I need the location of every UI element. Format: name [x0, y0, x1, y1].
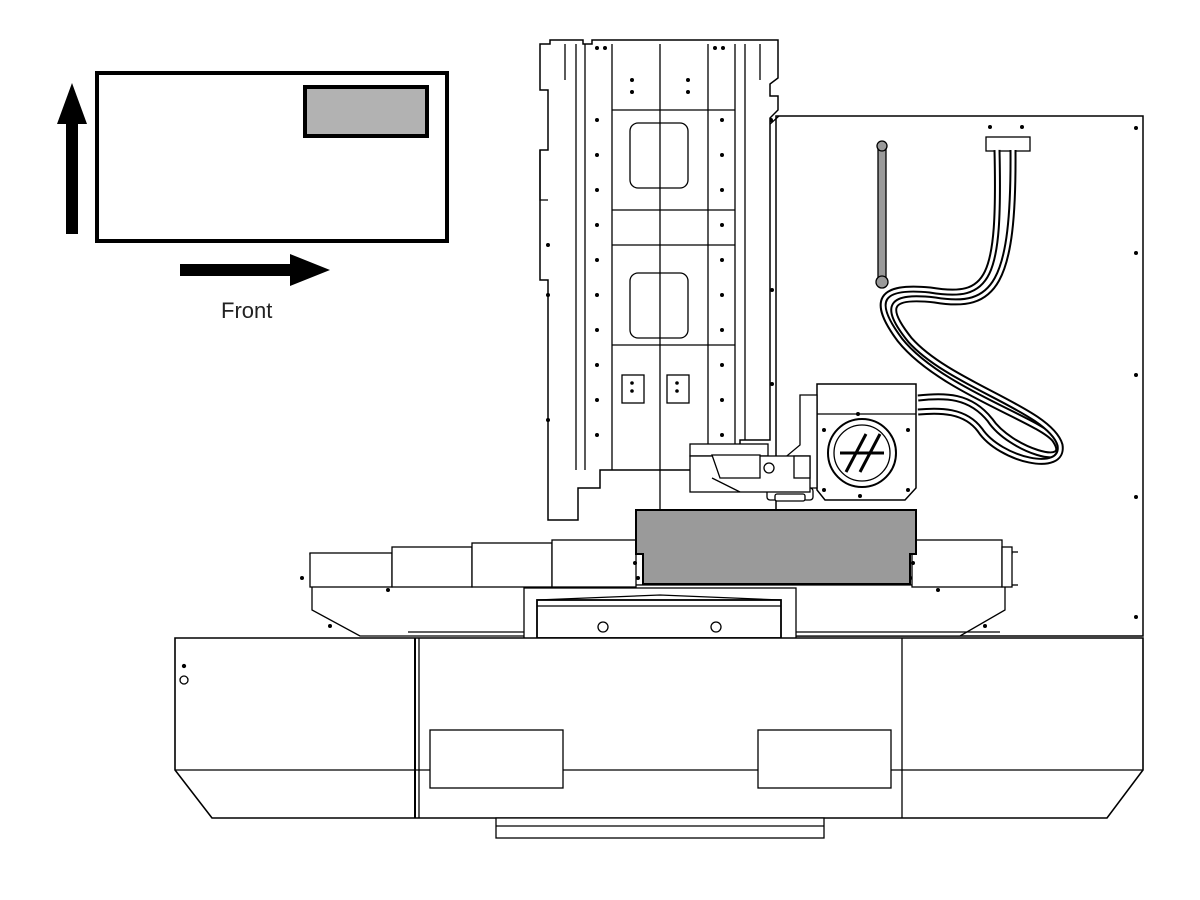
- haas-logo-icon: [840, 433, 884, 473]
- cable-connector: [985, 125, 1031, 152]
- workpiece-highlight: [635, 509, 917, 585]
- probe-arm: [875, 140, 889, 289]
- orientation-key: Front: [57, 71, 449, 323]
- front-label: Front: [221, 298, 272, 323]
- up-arrow-icon: [57, 83, 87, 234]
- rotary-unit: [766, 383, 917, 502]
- right-arrow-icon: [180, 254, 330, 286]
- machine: [174, 39, 1144, 839]
- cables: [879, 149, 1064, 465]
- base: [174, 637, 1144, 839]
- saddle: [408, 587, 1000, 641]
- highlighted-position: [303, 85, 429, 138]
- tailstock: [689, 443, 811, 493]
- column: [539, 39, 779, 521]
